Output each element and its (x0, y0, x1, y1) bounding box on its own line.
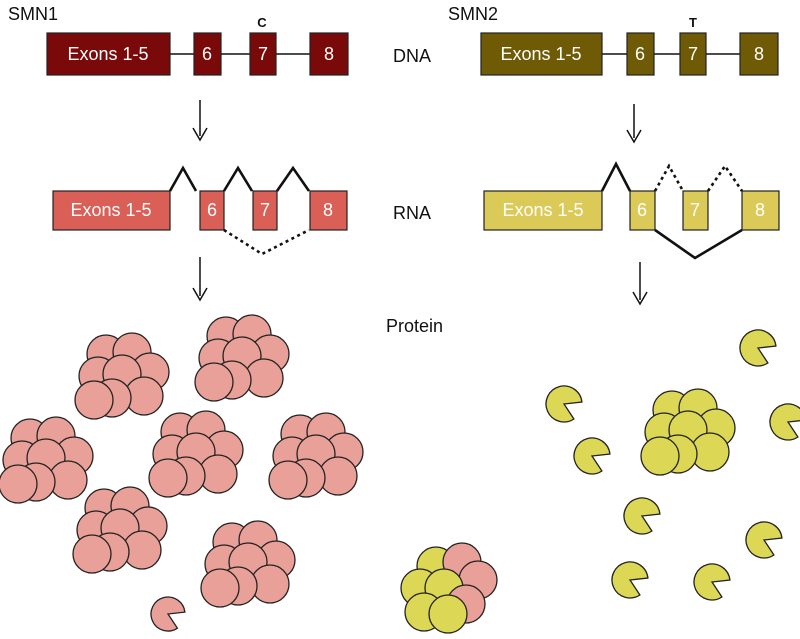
smn1-dna-exon-6 (193, 32, 222, 76)
smn2-truncated-protein (693, 563, 731, 601)
smn2-protein-oligomer (640, 388, 736, 476)
protein-subunit (74, 380, 114, 420)
protein-subunit (268, 460, 308, 500)
smn2-dna-exon-6 (626, 32, 655, 76)
smn2-dna-exon-8-label: 8 (754, 44, 764, 64)
smn2-truncated-protein (769, 403, 800, 441)
smn1-protein-oligomer (74, 332, 170, 420)
smn1-dna-exon-6-label: 6 (202, 44, 212, 64)
smn1-dna-exon-1-5 (46, 32, 171, 76)
smn1-protein-oligomer (0, 416, 94, 504)
smn1-protein-oligomer (200, 520, 296, 608)
smn1-splice-junction-5-6 (168, 165, 198, 192)
smn2-dna-exon-7-label: 7 (688, 44, 698, 64)
protein-subunit (72, 534, 112, 574)
smn1-protein-oligomer (194, 314, 290, 402)
smn2-splice-junction-5-6 (600, 161, 632, 192)
protein-subunit (148, 458, 188, 498)
protein-layer (0, 314, 800, 634)
mixed-protein-oligomer (400, 542, 498, 634)
smn1-dna-exon-8 (309, 32, 349, 76)
smn2-dna-exon-6-label: 6 (635, 44, 645, 64)
smn1-title: SMN1 (8, 4, 58, 24)
smn2-rna-exon-7-label: 7 (690, 200, 700, 220)
protein-subunit (200, 568, 240, 608)
smn1-rna-exon-6-label: 6 (207, 200, 217, 220)
smn2-rna-exon-7 (682, 190, 709, 231)
smn2-dna-exon-7 (679, 32, 707, 76)
smn2-splice-junction-6-7-dotted (653, 163, 685, 192)
smn2-rna-exon-8-label: 8 (755, 200, 765, 220)
smn1-rna-exon-1-5 (52, 190, 171, 231)
dna-row-label: DNA (393, 46, 431, 66)
smn2-dna-exon-1-5-label: Exons 1-5 (500, 44, 581, 64)
protein-row-label: Protein (386, 316, 443, 336)
smn1-rna-exon-8 (309, 190, 348, 231)
protein-subunit (0, 464, 38, 504)
smn1-truncated-protein (150, 596, 186, 632)
smn1-protein-oligomer (148, 410, 244, 498)
smn1-rna-transcript: Exons 1-5 6 7 8 (52, 165, 348, 256)
smn1-dna-exon-7-label: 7 (258, 44, 268, 64)
smn2-dna-exon-8 (739, 32, 779, 76)
smn1-exon7-skip-path (223, 228, 310, 256)
protein-subunit (428, 594, 468, 634)
smn2-rna-exon-1-5 (483, 190, 603, 231)
smn2-nucleotide-t: T (689, 15, 697, 30)
smn1-dna-exon-8-label: 8 (324, 44, 334, 64)
smn1-arrow-dna-rna (192, 100, 208, 142)
smn2-truncated-protein (623, 497, 661, 535)
smn2-truncated-protein (739, 329, 777, 367)
smn1-rna-exon-8-label: 8 (323, 200, 333, 220)
smn1-rna-exon-1-5-label: Exons 1-5 (70, 200, 151, 220)
smn2-title: SMN2 (448, 4, 498, 24)
smn2-arrow-dna-rna (626, 104, 642, 144)
smn1-rna-exon-6 (199, 190, 225, 231)
smn2-truncated-protein (545, 385, 583, 423)
smn2-dna-gene: Exons 1-5 6 7 8 T (480, 15, 779, 76)
smn2-rna-exon-8 (741, 190, 780, 231)
smn2-rna-exon-6-label: 6 (637, 200, 647, 220)
smn1-nucleotide-c: C (257, 15, 267, 30)
protein-subunit (640, 436, 680, 476)
smn1-rna-exon-7-label: 7 (260, 200, 270, 220)
smn2-rna-exon-1-5-label: Exons 1-5 (502, 200, 583, 220)
smn2-truncated-protein (573, 437, 611, 475)
smn1-arrow-rna-protein (192, 257, 208, 302)
smn2-truncated-protein (611, 561, 649, 599)
smn1-dna-exon-7 (249, 32, 277, 76)
smn2-dna-exon-1-5 (480, 32, 603, 76)
smn2-truncated-protein (745, 521, 783, 559)
rna-row-label: RNA (393, 203, 431, 223)
smn2-rna-transcript: Exons 1-5 6 7 8 (483, 161, 780, 260)
smn2-rna-exon-6 (629, 190, 656, 231)
smn1-protein-oligomer (72, 486, 168, 574)
smn1-splice-junction-7-8 (275, 165, 311, 192)
smn1-splice-junction-6-7 (222, 165, 254, 192)
smn1-dna-gene: Exons 1-5 6 7 8 C (46, 15, 349, 76)
smn2-splice-junction-7-8-dotted (706, 163, 744, 192)
smn1-protein-oligomer (268, 412, 364, 500)
protein-subunit (194, 362, 234, 402)
smn2-arrow-rna-protein (632, 262, 648, 306)
smn2-exon7-skip-path (654, 228, 743, 260)
smn1-rna-exon-7 (252, 190, 278, 231)
smn1-dna-exon-1-5-label: Exons 1-5 (67, 44, 148, 64)
